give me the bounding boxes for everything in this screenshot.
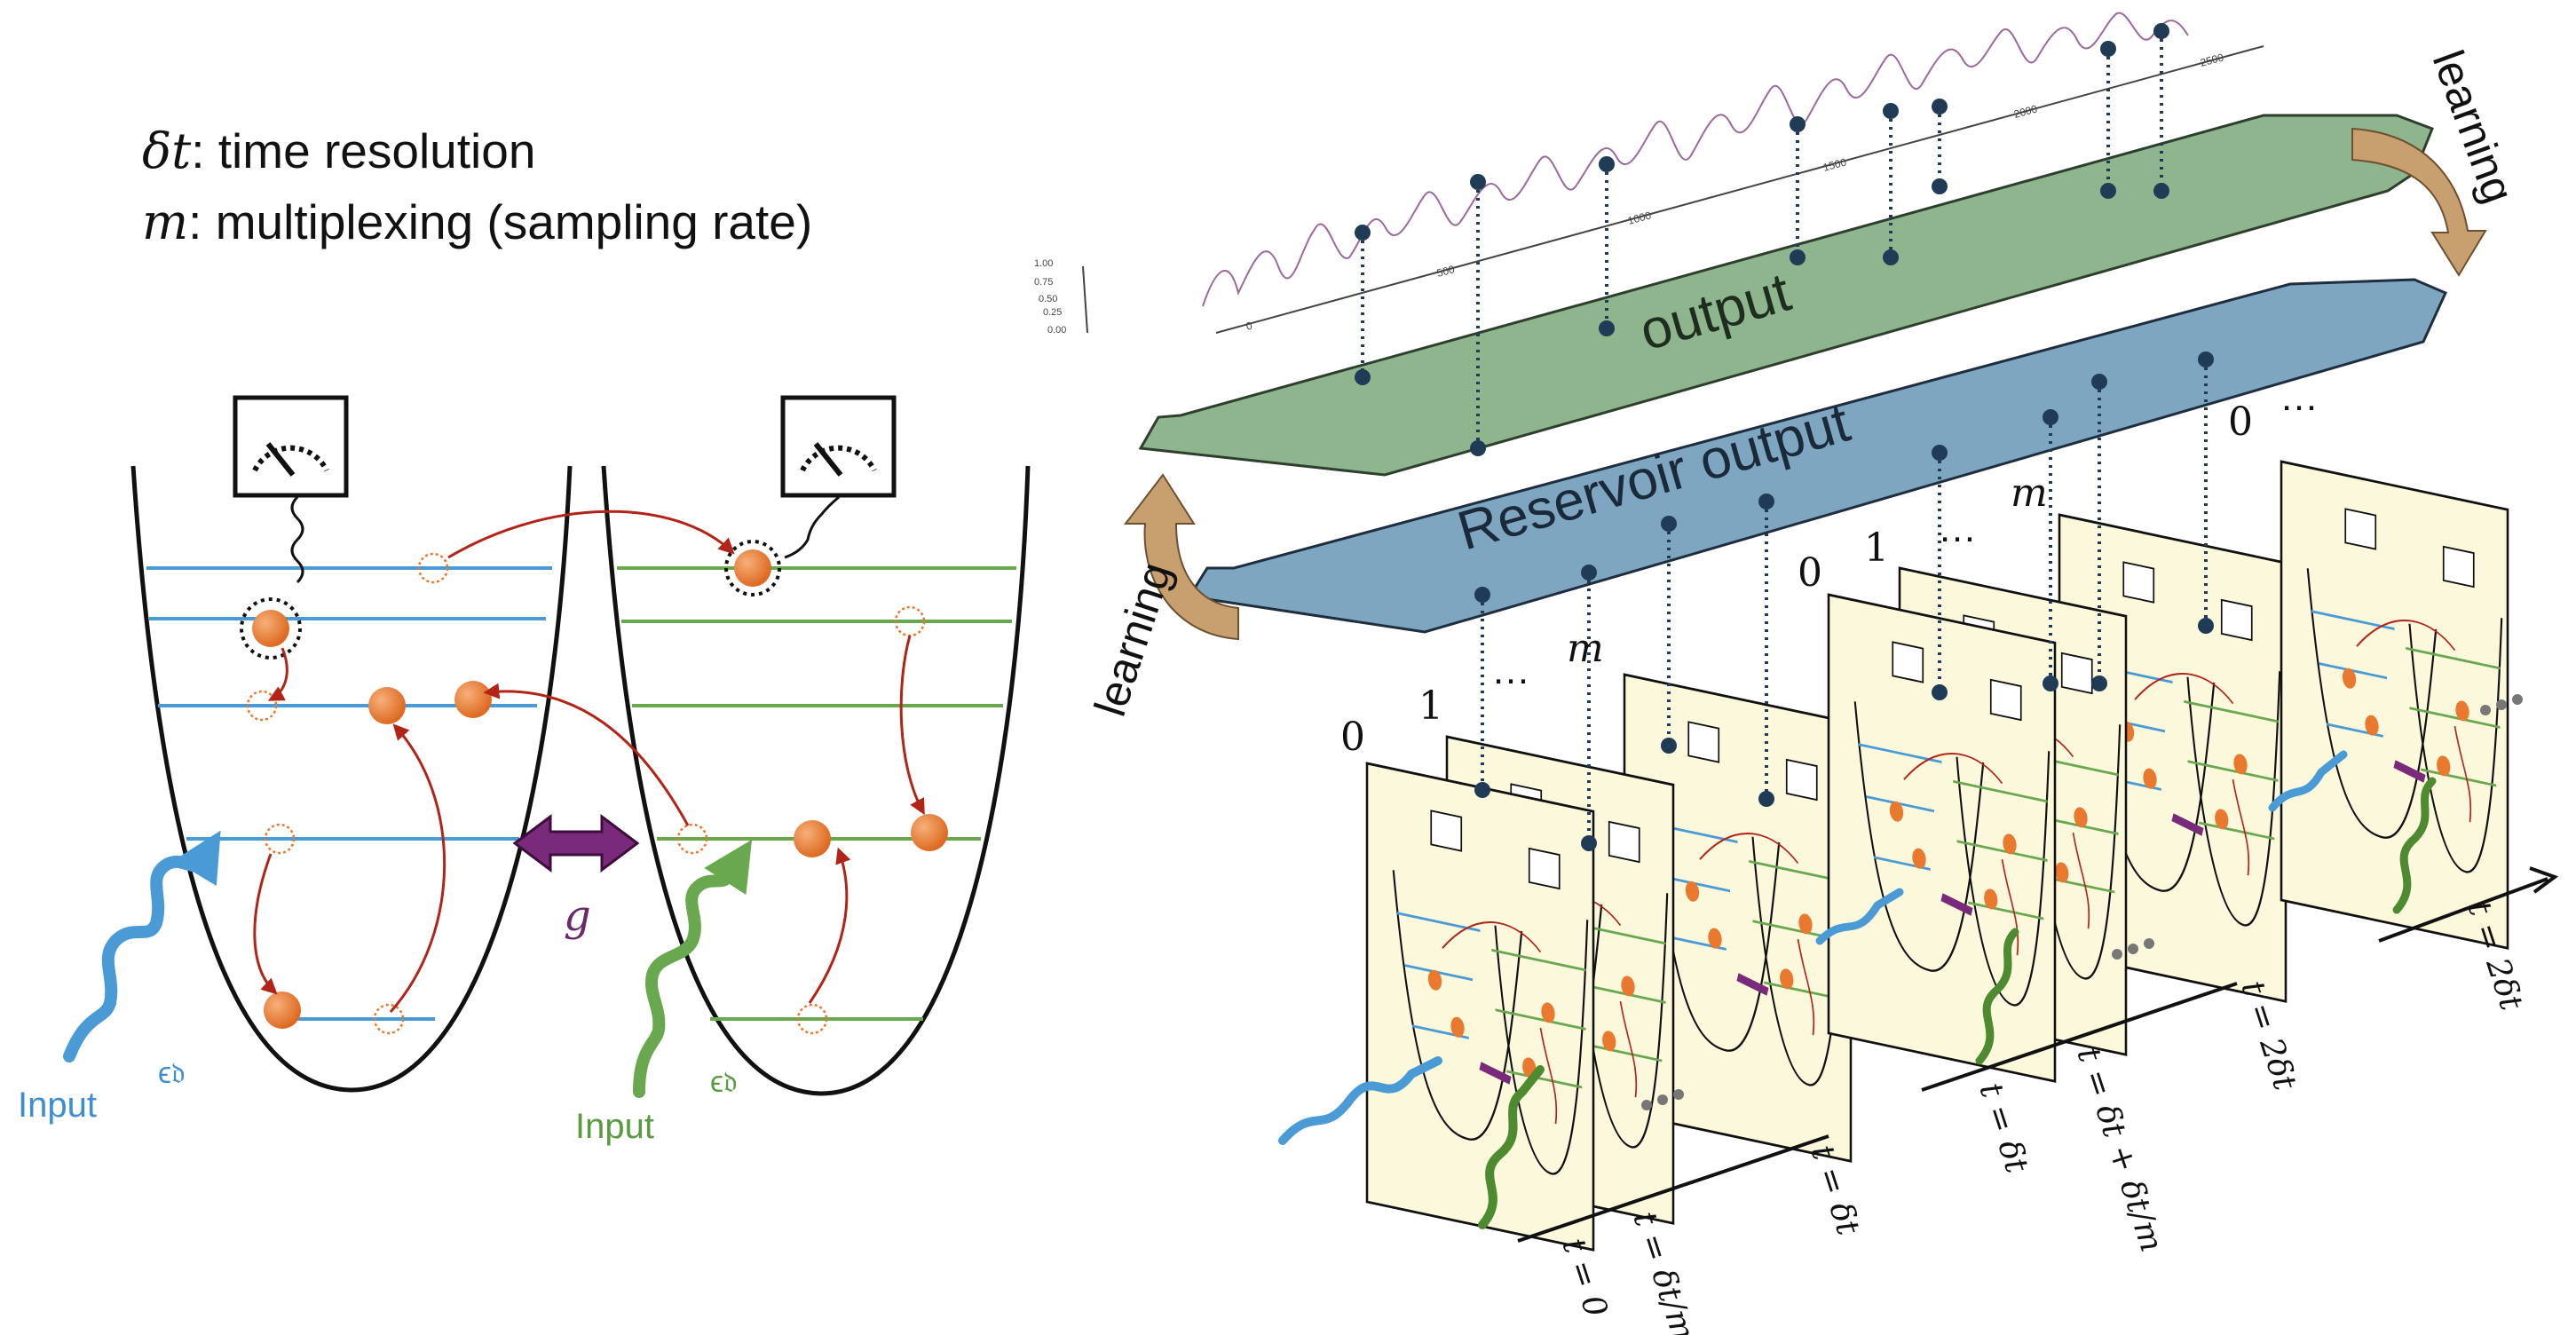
frame-index: 0 <box>2228 399 2253 445</box>
signal-x-tick: 1500 <box>1821 155 1848 174</box>
frame-input-wave-green <box>1478 1065 1545 1229</box>
frame-input-wave-blue-3 <box>2268 750 2348 812</box>
left-drive-label: ϵ𝔡 <box>158 1056 186 1090</box>
frame-stack-first <box>1367 675 1851 1250</box>
left-energy-levels <box>146 566 552 1021</box>
frame-stack-third <box>2281 462 2508 948</box>
signal-y-axis <box>1082 265 1088 334</box>
measured-circle-left <box>240 597 302 660</box>
right-input-wave <box>633 839 753 1098</box>
measured-circle-right <box>724 540 781 596</box>
learning-label-left: learning <box>1085 557 1181 723</box>
frame-ellipsis: … <box>2280 375 2319 419</box>
dotted-connectors <box>1361 31 2208 843</box>
learning-arrow-left <box>1123 473 1239 641</box>
legend-time-resolution: δt: time resolution <box>142 122 536 179</box>
frame-input-wave-green-3 <box>2392 777 2437 914</box>
signal-y-tick: 1.00 <box>1034 258 1053 269</box>
legend-multiplexing: m: multiplexing (sampling rate) <box>142 194 813 250</box>
coupling-label: g <box>564 891 591 941</box>
left-input-label: Input <box>18 1086 97 1125</box>
frame-index: m <box>1567 626 1604 671</box>
signal-y-tick: 0.75 <box>1034 277 1053 288</box>
signal-y-tick: 0.00 <box>1047 325 1066 336</box>
signal-x-tick: 2500 <box>2199 51 2225 69</box>
frame-index: 0 <box>1798 550 1822 596</box>
transition-arrows <box>253 510 925 1013</box>
right-drive-label: ϵ𝔡 <box>710 1065 738 1099</box>
frame-index: 1 <box>1864 525 1889 571</box>
time-label: t = 0 <box>1554 1234 1614 1322</box>
frame-ellipsis: … <box>1491 649 1530 692</box>
coupling-double-arrow <box>512 814 640 873</box>
time-label: t = δt + δt/m <box>2069 1043 2169 1256</box>
frame-input-wave-blue <box>1278 1056 1442 1145</box>
time-label: t = δt <box>1803 1141 1866 1240</box>
left-potential-well <box>130 465 573 1093</box>
frame-input-wave-blue-2 <box>1815 888 1904 945</box>
frame-index: 1 <box>1418 683 1443 729</box>
signal-plot: 1.00 0.75 0.50 0.25 0.00 0 500 1000 1500… <box>1034 12 2264 336</box>
time-axes <box>1517 866 2559 1243</box>
particles <box>252 549 948 1029</box>
time-label: t = δt <box>1972 1078 2035 1178</box>
signal-x-tick: 0 <box>1245 320 1253 333</box>
signal-y-tick: 0.50 <box>1039 294 1057 304</box>
frame-stack-second <box>1829 515 2286 1081</box>
time-label: t = δt/m <box>1625 1207 1701 1335</box>
right-potential-well <box>601 465 1031 1096</box>
empty-states <box>246 552 926 1035</box>
meter-left-icon <box>233 395 349 584</box>
signal-x-tick: 1000 <box>1626 209 1653 227</box>
right-input-label: Input <box>575 1107 654 1146</box>
signal-x-tick: 2000 <box>2012 102 2039 121</box>
signal-x-tick: 500 <box>1435 263 1456 280</box>
meter-right-icon <box>780 395 897 559</box>
grey-ellipsis <box>1641 694 2523 1110</box>
signal-x-axis <box>1215 45 2264 334</box>
signal-trace <box>1202 12 2189 307</box>
signal-y-tick: 0.25 <box>1043 307 1062 318</box>
frame-index: 0 <box>1340 715 1365 760</box>
frame-ellipsis: … <box>1938 507 1977 550</box>
time-label: t = 2δt <box>2460 897 2529 1015</box>
time-label: t = 2δt <box>2233 976 2303 1095</box>
double-well-diagram: g Input ϵ𝔡 Input ϵ𝔡 <box>18 395 1031 1146</box>
frame-input-wave-green-2 <box>1975 928 2019 1065</box>
left-input-wave <box>63 830 221 1062</box>
learning-arrow-top <box>2351 127 2487 277</box>
connector-dots <box>1355 23 2214 851</box>
frame-index: m <box>2011 470 2048 516</box>
